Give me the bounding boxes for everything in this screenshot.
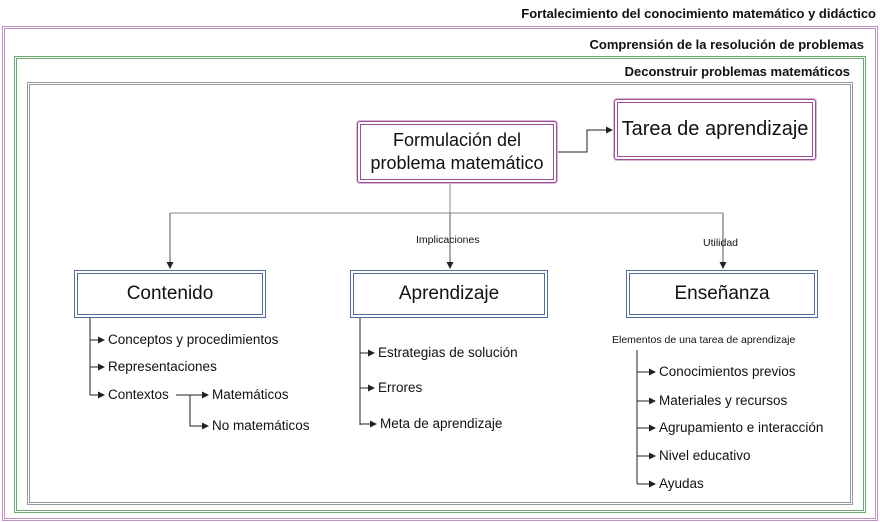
- node-teaching: Enseñanza: [626, 270, 818, 318]
- inner-frame-title: Deconstruir problemas matemáticos: [624, 64, 850, 79]
- node-learning: Aprendizaje: [350, 270, 548, 318]
- content-item: Contextos: [108, 387, 169, 402]
- teaching-item: Ayudas: [659, 476, 704, 491]
- learning-item: Estrategias de solución: [378, 345, 518, 360]
- edge-label-utility: Utilidad: [703, 237, 739, 249]
- edge-label-implications: Implicaciones: [416, 234, 480, 246]
- context-item: No matemáticos: [212, 418, 310, 433]
- teaching-item: Conocimientos previos: [659, 364, 796, 379]
- content-item: Conceptos y procedimientos: [108, 332, 279, 347]
- middle-frame-title: Comprensión de la resolución de problema…: [589, 37, 864, 52]
- outer-frame-title: Fortalecimiento del conocimiento matemát…: [521, 6, 876, 21]
- outer-frame: [2, 26, 878, 521]
- node-task: Tarea de aprendizaje: [614, 99, 816, 160]
- arrow-to-task: [557, 126, 613, 153]
- content-item: Representaciones: [108, 359, 217, 374]
- node-content: Contenido: [74, 270, 266, 318]
- learning-item: Meta de aprendizaje: [380, 416, 503, 431]
- node-formulation: Formulación del problema matemático: [357, 121, 557, 183]
- teaching-item: Nivel educativo: [659, 448, 751, 463]
- context-item: Matemáticos: [212, 387, 289, 402]
- inner-frame: [27, 82, 853, 505]
- teaching-heading: Elementos de una tarea de aprendizaje: [612, 334, 796, 346]
- teaching-item: Materiales y recursos: [659, 393, 788, 408]
- teaching-item: Agrupamiento e interacción: [659, 420, 824, 435]
- learning-item: Errores: [378, 380, 423, 395]
- middle-frame: [14, 56, 866, 513]
